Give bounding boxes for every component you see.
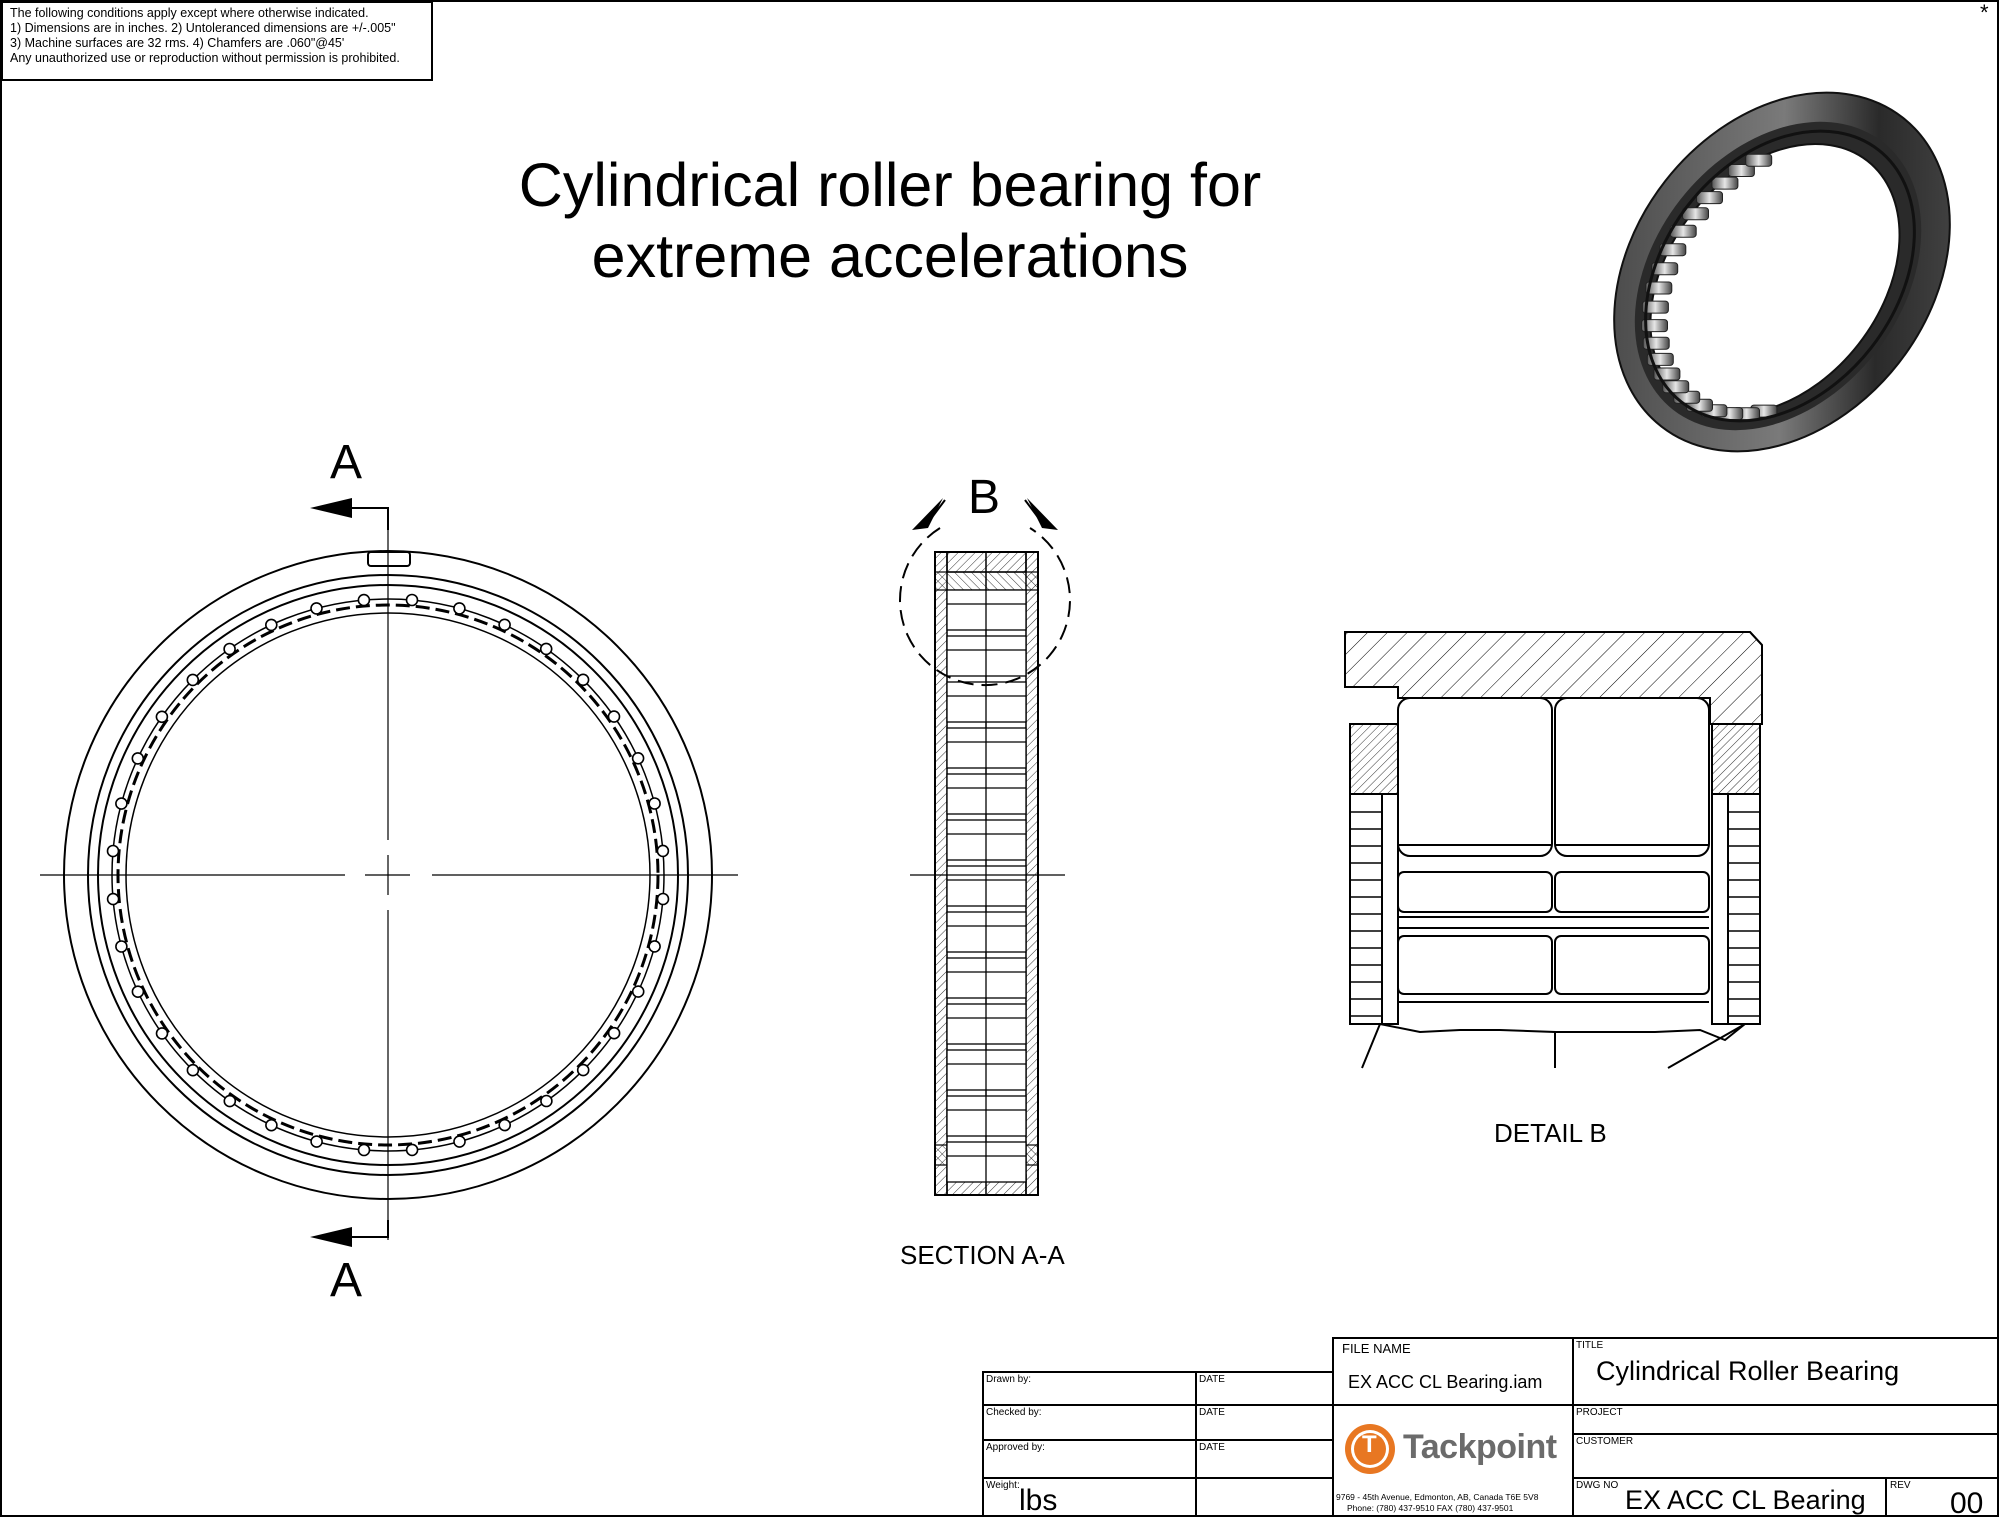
front-view (40, 507, 738, 1240)
note-line: Any unauthorized use or reproduction wit… (10, 51, 400, 65)
approved-by-label: Approved by: (986, 1442, 1045, 1453)
date-label: DATE (1199, 1442, 1225, 1453)
cage-pin (115, 940, 128, 953)
customer-label: CUSTOMER (1576, 1436, 1634, 1447)
dwg-no: EX ACC CL Bearing (1625, 1485, 1866, 1515)
cage-pin (405, 593, 419, 607)
isometric-view (1560, 91, 1970, 500)
cage-pin (115, 797, 128, 810)
cage-pin (539, 642, 553, 656)
iso-roller (1745, 153, 1773, 167)
iso-roller (1645, 281, 1673, 295)
cage-pin (357, 1143, 371, 1157)
cage-pin (106, 844, 120, 858)
cage-pin (223, 642, 236, 656)
cage-pin (576, 673, 590, 687)
cage-pin (186, 673, 200, 687)
cage-pin (648, 940, 661, 953)
section-arrow-top (310, 498, 352, 518)
date-label: DATE (1199, 1374, 1225, 1385)
note-line: 3) Machine surfaces are 32 rms. 4) Chamf… (10, 36, 345, 50)
cage-pin (631, 751, 645, 765)
cage-pin (498, 1118, 512, 1132)
corner-mark: * (1980, 0, 1989, 25)
dwg-no-label: DWG NO (1576, 1480, 1619, 1491)
file-name-label: FILE NAME (1342, 1341, 1411, 1356)
cage-pin (155, 1027, 169, 1040)
title-label: TITLE (1576, 1340, 1604, 1351)
cage-pin (540, 1094, 553, 1108)
cage-pin (607, 710, 621, 723)
company-address: 9769 - 45th Avenue, Edmonton, AB, Canada… (1336, 1492, 1539, 1502)
drawing-title: Cylindrical roller bearing for extreme a… (380, 150, 1400, 292)
date-label: DATE (1199, 1407, 1225, 1418)
weight-unit: lbs (1019, 1484, 1058, 1517)
cage-pin (131, 752, 145, 765)
cage-pin (223, 1094, 237, 1108)
section-label: SECTION A-A (900, 1240, 1065, 1270)
cage-pin (453, 1135, 466, 1148)
note-line: The following conditions apply except wh… (10, 6, 369, 20)
iso-roller (1651, 262, 1679, 276)
detail-letter: B (968, 471, 1001, 524)
cage-pin (648, 797, 661, 810)
cage-pin (106, 892, 120, 906)
cage-pin (310, 602, 323, 615)
cage-pins (106, 593, 670, 1157)
iso-roller (1641, 300, 1669, 314)
cage-pin (576, 1063, 590, 1077)
cage-pin (656, 892, 670, 906)
drawn-by-label: Drawn by: (986, 1374, 1032, 1385)
section-rollers (946, 589, 1027, 1183)
section-letter-bottom: A (330, 1254, 363, 1307)
checked-by-label: Checked by: (986, 1407, 1042, 1418)
cage-pin (607, 1026, 621, 1040)
detail-label: DETAIL B (1494, 1118, 1607, 1148)
rev-label: REV (1890, 1480, 1911, 1491)
weight-label: Weight: (986, 1480, 1020, 1491)
cage-pin (186, 1063, 200, 1077)
rev-value: 00 (1950, 1487, 1984, 1520)
file-name: EX ACC CL Bearing.iam (1348, 1372, 1543, 1392)
cage-pin (631, 985, 645, 998)
cage-pin (131, 985, 145, 999)
title-block (982, 1337, 1999, 1517)
detail-arrow-left (912, 498, 943, 530)
cage-pin (310, 1135, 323, 1148)
cage-pin (656, 844, 670, 858)
cage-pin (155, 710, 169, 724)
title-value: Cylindrical Roller Bearing (1596, 1356, 1900, 1386)
detail-arrow-right (1027, 498, 1058, 530)
note-line: 1) Dimensions are in inches. 2) Untolera… (10, 21, 396, 35)
company-phone: Phone: (780) 437-9510 FAX (780) 437-9501 (1347, 1503, 1514, 1513)
cage-pin (264, 618, 278, 632)
logo-letter: T (1362, 1431, 1377, 1458)
project-label: PROJECT (1576, 1407, 1623, 1418)
cage-pin (357, 593, 371, 607)
company-name: Tackpoint (1403, 1428, 1557, 1466)
cage-pin (265, 1118, 278, 1132)
cage-pin (405, 1143, 419, 1157)
section-letter-top: A (330, 436, 363, 489)
section-arrow-bottom (310, 1227, 352, 1247)
drawing-title-line: extreme accelerations (591, 222, 1189, 290)
section-view (899, 527, 1071, 1196)
iso-roller (1641, 319, 1668, 333)
iso-roller (1696, 191, 1723, 205)
cage-pin (453, 602, 466, 615)
drawing-title-line: Cylindrical roller bearing for (518, 151, 1262, 219)
detail-view (1344, 631, 1763, 1069)
general-notes: The following conditions apply except wh… (1, 1, 433, 81)
iso-roller (1711, 176, 1739, 190)
iso-roller (1727, 164, 1755, 177)
cage-pin (498, 618, 511, 632)
